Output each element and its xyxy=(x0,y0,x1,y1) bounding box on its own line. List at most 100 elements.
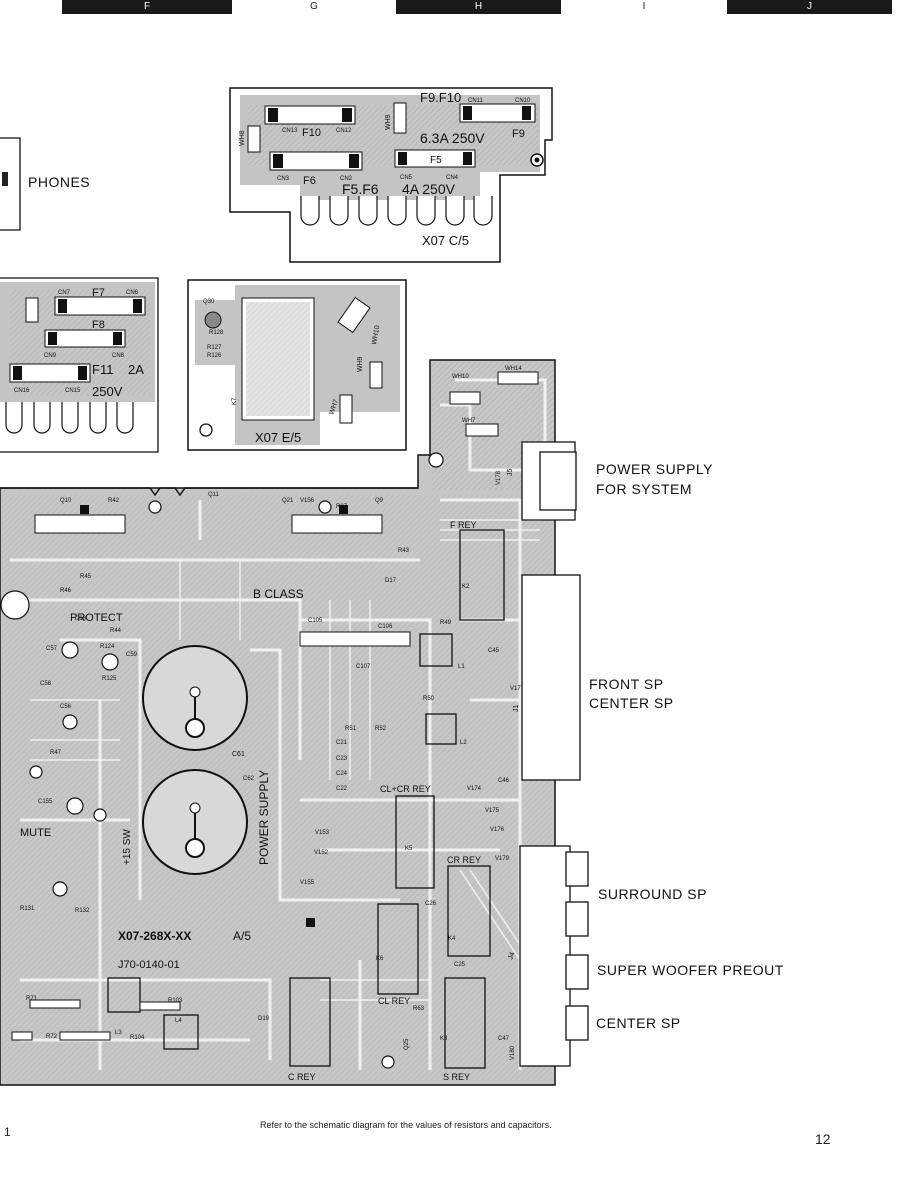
a5-k2: K2 xyxy=(462,584,470,590)
a5-c59: C59 xyxy=(126,652,138,658)
a5-j1: J1 xyxy=(513,705,520,713)
front-sp-label: FRONT SP xyxy=(589,676,664,692)
a5-r42: R42 xyxy=(108,498,120,504)
c5-fuse-f9-label: F9 xyxy=(512,128,525,140)
a5-c45: C45 xyxy=(488,648,500,654)
left-fuse-cn15: CN15 xyxy=(65,388,81,394)
a5-r27: R27 xyxy=(336,504,348,510)
left-fuse-rating-v: 250V xyxy=(92,384,123,399)
c5-cn2: CN2 xyxy=(340,176,353,182)
a5-v156: V156 xyxy=(300,498,315,504)
a5-c57: C57 xyxy=(46,646,58,652)
a5-c105: C105 xyxy=(308,618,323,624)
a5-board-id: X07-268X-XX xyxy=(118,929,191,943)
front-center-sp-connector xyxy=(521,574,581,781)
a5-v180: V180 xyxy=(510,1045,516,1060)
page-number: 12 xyxy=(815,1131,831,1147)
a5-j4: J4 xyxy=(507,951,516,960)
power-supply-label-line1: POWER SUPPLY xyxy=(596,461,713,477)
a5-r46: R46 xyxy=(60,588,72,594)
power-supply-label-line2: FOR SYSTEM xyxy=(596,481,693,497)
a5-section-protect: PROTECT xyxy=(70,612,123,624)
a5-v177: V177 xyxy=(510,686,525,692)
a5-wh14: WH14 xyxy=(505,366,522,372)
a5-k5: K5 xyxy=(405,846,413,852)
left-fuse-f8: F8 xyxy=(92,319,105,331)
c5-cn4: CN4 xyxy=(446,175,459,181)
a5-c62: C62 xyxy=(243,776,255,782)
a5-r125: R125 xyxy=(102,676,117,682)
c5-cn12: CN12 xyxy=(336,128,352,134)
a5-q11: Q11 xyxy=(208,492,220,498)
a5-c61: C61 xyxy=(232,751,245,758)
a5-r49: R49 xyxy=(440,620,452,626)
e5-wh7: WH7 xyxy=(328,399,340,416)
a5-l1: L1 xyxy=(458,664,465,670)
column-i-label: I xyxy=(642,1,646,12)
a5-r103: R103 xyxy=(168,998,183,1004)
a5-section-b-class: B CLASS xyxy=(253,587,304,601)
a5-wh7: WH7 xyxy=(462,418,476,424)
a5-c24: C24 xyxy=(336,771,348,777)
column-g: G xyxy=(232,0,396,14)
main-capacitor-c61 xyxy=(142,645,248,751)
a5-r43: R43 xyxy=(398,548,410,554)
e5-wh9: WH9 xyxy=(357,356,364,372)
e5-r127: R127 xyxy=(207,345,222,351)
a5-c23: C23 xyxy=(336,756,348,762)
a5-l2: L2 xyxy=(460,740,467,746)
c5-fuse-bottom-label: F5.F6 xyxy=(342,181,379,197)
a5-r47: R47 xyxy=(50,750,62,756)
a5-r52: R52 xyxy=(375,726,387,732)
a5-wh10: WH10 xyxy=(452,374,469,380)
a5-v174: V174 xyxy=(467,786,482,792)
e5-r128: R128 xyxy=(209,330,224,336)
c5-cn13: CN13 xyxy=(282,128,298,134)
e5-board-id: X07 E/5 xyxy=(255,430,301,445)
c5-cn11: CN11 xyxy=(468,98,484,104)
a5-r50: R50 xyxy=(423,696,435,702)
c5-cn3: CN3 xyxy=(277,176,290,182)
a5-k4: K4 xyxy=(448,936,456,942)
c5-cn5: CN5 xyxy=(400,175,413,181)
a5-v153: V153 xyxy=(315,830,330,836)
super-woofer-preout-label: SUPER WOOFER PREOUT xyxy=(597,962,784,978)
c5-fuse-f5-label: F5 xyxy=(430,155,442,166)
a5-section-15sw: +15 SW xyxy=(122,829,133,865)
a5-r44: R44 xyxy=(110,628,122,634)
e5-r126: R126 xyxy=(207,353,222,359)
a5-relay-f: F REY xyxy=(450,520,477,530)
a5-v176: V176 xyxy=(490,827,505,833)
column-j-label: J xyxy=(807,1,812,12)
a5-section-mute: MUTE xyxy=(20,827,51,839)
c5-cn10: CN10 xyxy=(515,98,531,104)
power-supply-connector xyxy=(521,441,577,521)
phones-connector xyxy=(0,137,21,231)
a5-c46: C46 xyxy=(498,778,510,784)
column-h-label: H xyxy=(474,1,483,12)
a5-d18: D18 xyxy=(75,616,87,622)
a5-c25: C25 xyxy=(454,962,466,968)
c5-fuse-top-label: F9.F10 xyxy=(420,90,461,105)
center-sp-label-front: CENTER SP xyxy=(589,695,674,711)
column-j: J xyxy=(727,0,892,14)
a5-l4: L4 xyxy=(175,1018,182,1024)
a5-c26: C26 xyxy=(425,901,437,907)
c5-fuse-f10-label: F10 xyxy=(302,127,321,139)
a5-r51: R51 xyxy=(345,726,357,732)
board-a5: Q10 R42 Q11 Q21 V156 R27 Q9 K2 K5 K4 K3 … xyxy=(0,359,556,1086)
c5-wh8: WH8 xyxy=(239,130,246,146)
e5-wh10: WH10 xyxy=(371,325,381,345)
a5-r104: R104 xyxy=(130,1035,145,1041)
footnote: Refer to the schematic diagram for the v… xyxy=(260,1120,552,1130)
a5-c155: C155 xyxy=(38,799,53,805)
e5-q30: Q30 xyxy=(203,299,215,305)
a5-d17: D17 xyxy=(385,578,397,584)
c5-board-id: X07 C/5 xyxy=(422,233,469,248)
c5-wh9: WH9 xyxy=(385,114,392,130)
left-fuse-cn16: CN16 xyxy=(14,388,30,394)
a5-k6: K6 xyxy=(376,956,384,962)
left-fuse-cn9: CN9 xyxy=(44,353,57,359)
column-g-label: G xyxy=(310,1,318,12)
